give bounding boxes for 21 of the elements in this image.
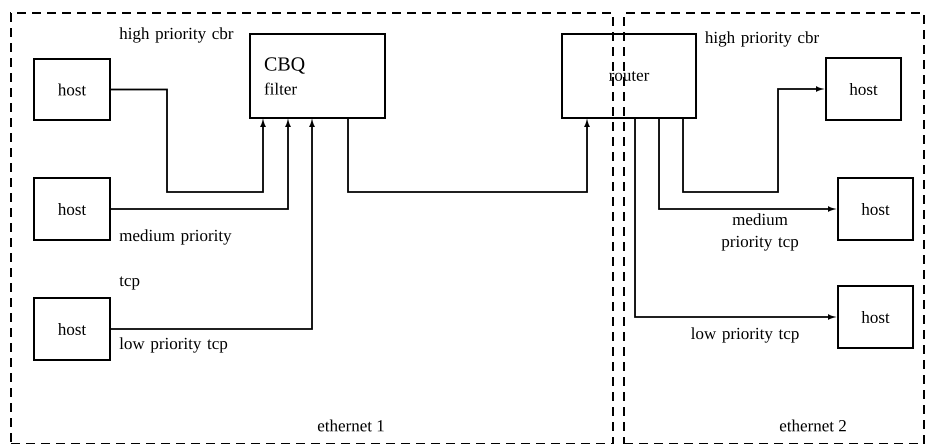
host-box: host <box>825 57 902 121</box>
router-box: router <box>561 33 698 119</box>
edge-label: low priority tcp <box>120 337 228 353</box>
arrow <box>111 121 314 330</box>
arrow <box>111 121 290 210</box>
arrow <box>658 118 834 212</box>
edge-label: low priority tcp <box>691 327 799 343</box>
edge-label: medium priority tcp <box>119 229 232 290</box>
arrow <box>682 86 822 193</box>
arrow <box>347 118 590 193</box>
edge-label: medium priority tcp <box>722 213 798 251</box>
host-box: host <box>33 297 111 361</box>
host-box: host <box>33 177 111 241</box>
edge-label: high priority cbr <box>705 31 819 47</box>
edge-label: high priority cbr <box>119 27 234 43</box>
arrow <box>111 88 266 193</box>
host-box: host <box>33 58 111 121</box>
arrow <box>634 118 834 320</box>
host-box: host <box>837 177 914 241</box>
host-box: host <box>837 285 914 349</box>
filter-box: CBQ filter <box>249 33 386 119</box>
